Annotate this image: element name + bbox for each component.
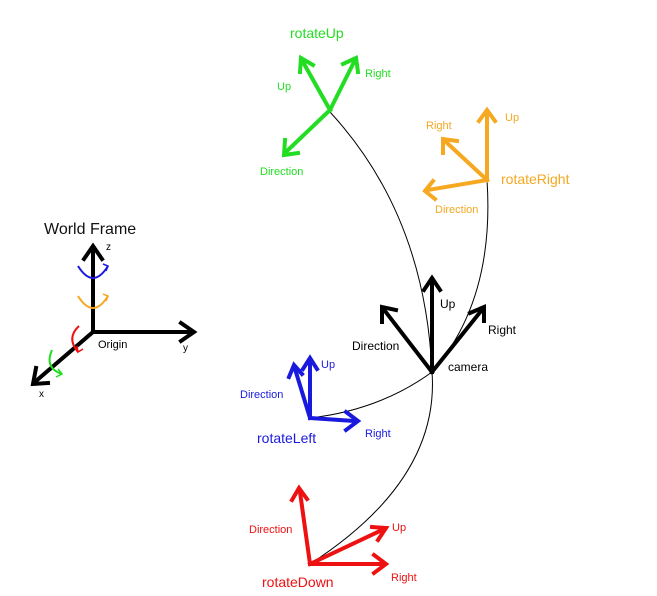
- rotate-up-up-axis: [300, 59, 333, 113]
- rotate-left-direction-label: Direction: [240, 389, 283, 401]
- rotate-right-right-axis: [443, 139, 490, 183]
- rotate-up-direction-axis: [284, 107, 333, 154]
- rotate-up-up-label: Up: [277, 81, 291, 93]
- rotate-up-name: rotateUp: [290, 25, 344, 41]
- camera-up-label: Up: [440, 297, 456, 311]
- rotate-down-right-label: Right: [391, 572, 417, 584]
- world-y-axis: [91, 320, 198, 344]
- world-z-rotation-arc-icon: [77, 265, 109, 279]
- rotate-right-direction-axis: [425, 177, 490, 193]
- camera-right-label: Right: [488, 323, 517, 337]
- rotate-up-right-axis: [327, 59, 357, 113]
- rotate-left-frame: rotateLeft Up Right Direction: [240, 354, 391, 446]
- camera-direction-arrowhead-icon: [380, 304, 399, 324]
- rotate-up-direction-arrowhead-icon: [281, 137, 301, 158]
- rotate-right-right-arrowhead-icon: [441, 136, 460, 155]
- camera-right-arrowhead-icon: [467, 303, 486, 323]
- world-x-rotation-arrowhead-icon: [76, 345, 84, 354]
- camera-name: camera: [448, 360, 488, 374]
- rotate-right-frame: rotateRight Up Right Direction: [422, 106, 570, 216]
- orbit-arcs: [309, 111, 489, 565]
- world-z-rotation-arrowhead-icon: [102, 263, 109, 272]
- world-y-rotation-arrowhead-icon: [102, 293, 109, 302]
- rotate-up-right-arrowhead-icon: [340, 55, 361, 75]
- rotate-left-right-axis: [307, 415, 357, 424]
- world-y-label: y: [183, 343, 188, 354]
- camera-direction-label: Direction: [352, 339, 399, 353]
- orbit-arc-horizontal-left: [309, 371, 433, 419]
- rotate-down-frame: rotateDown Up Right Direction: [249, 484, 417, 590]
- rotate-down-direction-axis: [297, 489, 313, 567]
- rotate-up-right-label: Right: [365, 68, 391, 80]
- camera-direction-axis: [382, 308, 435, 375]
- world-x-axis: [30, 329, 96, 387]
- camera-frame: camera Up Right Direction: [352, 274, 517, 375]
- rotate-right-up-label: Up: [505, 112, 519, 124]
- rotate-up-up-arrowhead-icon: [297, 54, 316, 75]
- world-frame-title: World Frame: [44, 221, 136, 238]
- rotate-left-name: rotateLeft: [257, 430, 316, 446]
- world-y-rotation-arc-icon: [77, 295, 109, 309]
- world-frame: World Frame z y x Origin: [30, 221, 198, 400]
- rotate-right-right-label: Right: [426, 120, 452, 132]
- rotate-down-right-arrowhead-icon: [371, 552, 390, 576]
- rotate-right-direction-label: Direction: [435, 204, 478, 216]
- rotate-left-up-label: Up: [321, 359, 335, 371]
- rotate-down-up-label: Up: [392, 522, 406, 534]
- world-x-secondary-arrowhead-icon: [55, 368, 64, 378]
- rotate-right-name: rotateRight: [501, 171, 570, 187]
- rotate-left-right-arrowhead-icon: [343, 409, 362, 433]
- world-origin-label: Origin: [98, 339, 127, 351]
- rotate-down-name: rotateDown: [262, 574, 334, 590]
- rotate-up-direction-label: Direction: [260, 166, 303, 178]
- rotate-right-direction-arrowhead-icon: [422, 178, 438, 202]
- world-x-secondary-arc-icon: [48, 349, 63, 375]
- rotate-left-direction-arrowhead-icon: [286, 361, 305, 380]
- world-x-rotation-arc-icon: [71, 325, 80, 353]
- rotate-right-up-arrowhead-icon: [476, 106, 498, 124]
- rotate-left-right-label: Right: [365, 428, 391, 440]
- orbit-arc-vertical-lower: [309, 371, 433, 565]
- rotate-down-direction-arrowhead-icon: [289, 484, 310, 503]
- rotate-down-up-axis: [307, 527, 385, 567]
- rotate-left-direction-axis: [292, 366, 313, 421]
- rotate-down-direction-label: Direction: [249, 524, 292, 536]
- rotate-up-frame: rotateUp Up Right Direction: [260, 25, 391, 178]
- world-z-axis: [81, 242, 105, 334]
- world-z-label: z: [106, 242, 111, 253]
- camera-up-arrowhead-icon: [421, 274, 443, 293]
- orbit-arc-vertical-upper: [329, 111, 433, 373]
- rotate-left-up-arrowhead-icon: [300, 354, 320, 372]
- rotate-down-up-arrowhead-icon: [369, 524, 390, 543]
- world-x-label: x: [39, 389, 44, 400]
- camera-right-axis: [429, 308, 484, 375]
